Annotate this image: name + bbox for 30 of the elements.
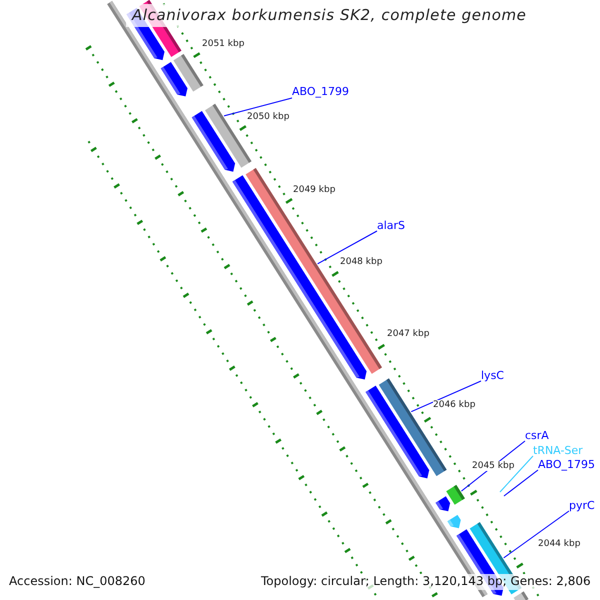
- gene-label: ABO_1795: [538, 459, 596, 472]
- leader-line: [500, 456, 534, 492]
- scale-label: 2047 kbp: [387, 329, 430, 340]
- gene-block: [366, 386, 430, 478]
- scale-label: 2048 kbp: [340, 257, 382, 268]
- gene-label: alarS: [377, 220, 406, 233]
- scale-label: 2046 kbp: [433, 400, 476, 410]
- gene-label: csrA: [525, 430, 549, 443]
- leader-line: [410, 380, 482, 412]
- gene-bar: [514, 591, 528, 600]
- scale-label: 2049 kbp: [293, 185, 336, 196]
- gene-block: [436, 496, 450, 512]
- leader-line: [317, 230, 378, 264]
- scale-label: 2045 kbp: [472, 461, 514, 472]
- genome-info-text: Topology: circular; Length: 3,120,143 bp; Genes: 2,806: [259, 574, 593, 590]
- gene-block: [192, 111, 236, 172]
- scale-label: 2050 kbp: [247, 112, 290, 122]
- gene-label: ABO_1799: [292, 86, 350, 99]
- gene-bar: [446, 484, 465, 505]
- gene-block: [160, 62, 188, 96]
- gene-label: pyrC: [569, 500, 595, 513]
- leader-line: [504, 470, 538, 496]
- gene-label: tRNA-Ser: [533, 445, 583, 458]
- gene-block: [447, 514, 461, 528]
- leader-line: [224, 98, 292, 116]
- scale-label: 2051 kbp: [202, 39, 244, 50]
- scale-label: 2044 kbp: [538, 539, 580, 550]
- gene-label: lysC: [481, 370, 504, 383]
- accession-text: Accession: NC_008260: [9, 575, 146, 589]
- leader-line: [503, 510, 570, 558]
